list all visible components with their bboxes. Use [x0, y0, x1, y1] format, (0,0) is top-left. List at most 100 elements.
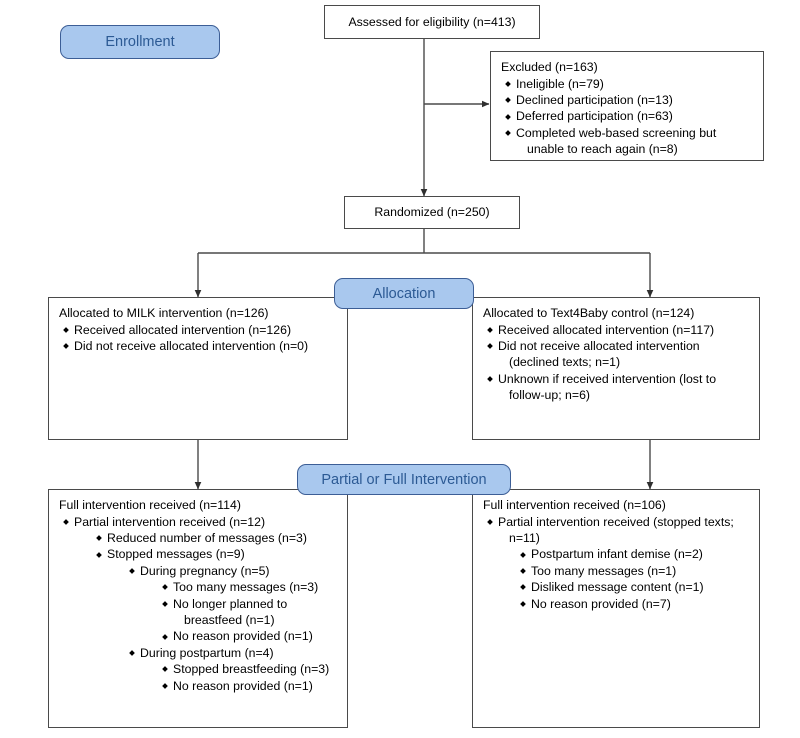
randomized-title: Randomized (n=250)	[374, 205, 490, 220]
diamond-bullet-icon	[162, 666, 168, 673]
diamond-bullet-icon	[505, 97, 511, 104]
diamond-bullet-icon	[162, 633, 168, 640]
diamond-bullet-icon	[129, 568, 135, 574]
diamond-bullet-icon	[63, 343, 69, 350]
list-item: Partial intervention received (n=12) Red…	[63, 514, 338, 694]
stage-allocation-text: Allocation	[372, 285, 436, 302]
list-item-label: Did not receive allocated intervention (…	[74, 338, 309, 353]
diamond-bullet-icon	[520, 568, 526, 574]
final-right-sublist: Postpartum infant demise (n=2) Too many …	[520, 546, 750, 612]
diamond-bullet-icon	[63, 326, 69, 333]
list-item: Partial intervention received (stopped t…	[487, 514, 750, 612]
stage-label-enrollment: Enrollment	[60, 25, 220, 59]
diamond-bullet-icon	[520, 600, 526, 607]
list-item: No reason provided (n=1)	[162, 678, 338, 694]
list-item-label: Did not receive allocated intervention	[498, 338, 700, 353]
list-item-label: Partial intervention received (stopped t…	[498, 514, 734, 529]
final-left-sublist: Reduced number of messages (n=3) Stopped…	[96, 530, 338, 694]
diamond-bullet-icon	[520, 584, 526, 591]
box-final-text4baby: Full intervention received (n=106) Parti…	[472, 489, 760, 728]
diamond-bullet-icon	[487, 518, 493, 525]
list-item-label: Disliked message content (n=1)	[531, 580, 704, 595]
alloc-left-list: Received allocated intervention (n=126) …	[63, 322, 338, 355]
diamond-bullet-icon	[162, 683, 168, 689]
list-item-label: No reason provided (n=1)	[173, 678, 313, 693]
final-right-title: Full intervention received (n=106)	[483, 498, 666, 512]
list-item-label: During postpartum (n=4)	[140, 645, 274, 660]
list-item: Too many messages (n=3)	[162, 579, 338, 595]
box-assessed-for-eligibility: Assessed for eligibility (n=413)	[324, 5, 540, 39]
list-item: Ineligible (n=79)	[505, 76, 754, 92]
final-right-list: Partial intervention received (stopped t…	[487, 514, 750, 612]
final-left-sublist-3: Too many messages (n=3) No longer planne…	[162, 579, 338, 645]
list-item-label-cont: unable to reach again (n=8)	[527, 142, 678, 157]
alloc-right-list: Received allocated intervention (n=117) …	[487, 322, 750, 404]
list-item: During pregnancy (n=5) Too many messages…	[129, 563, 338, 645]
diamond-bullet-icon	[162, 600, 168, 607]
list-item-label-cont: breastfeed (n=1)	[184, 612, 275, 627]
list-item: Too many messages (n=1)	[520, 563, 750, 579]
excluded-list: Ineligible (n=79) Declined participation…	[505, 76, 754, 158]
list-item: Received allocated intervention (n=117)	[487, 322, 750, 338]
diamond-bullet-icon	[520, 551, 526, 558]
list-item: Stopped messages (n=9) During pregnancy …	[96, 546, 338, 694]
excluded-title: Excluded (n=163)	[501, 60, 598, 74]
diamond-bullet-icon	[129, 650, 135, 656]
diamond-bullet-icon	[487, 343, 493, 350]
diamond-bullet-icon	[505, 80, 511, 87]
diamond-bullet-icon	[487, 376, 493, 382]
list-item-label: Ineligible (n=79)	[516, 76, 604, 91]
list-item: Did not receive allocated intervention (d…	[487, 338, 750, 371]
stage-label-partial-or-full-intervention: Partial or Full Intervention	[297, 464, 511, 495]
list-item-label: Stopped messages (n=9)	[107, 547, 245, 562]
list-item: Unknown if received intervention (lost t…	[487, 371, 750, 404]
diamond-bullet-icon	[505, 113, 511, 120]
diamond-bullet-icon	[63, 518, 69, 525]
assessed-title: Assessed for eligibility (n=413)	[348, 14, 516, 29]
list-item: Disliked message content (n=1)	[520, 579, 750, 595]
list-item-label: Received allocated intervention (n=117)	[498, 322, 715, 337]
alloc-left-title: Allocated to MILK intervention (n=126)	[59, 306, 269, 320]
list-item-label: Reduced number of messages (n=3)	[107, 530, 307, 545]
box-allocated-milk: Allocated to MILK intervention (n=126) R…	[48, 297, 348, 440]
diamond-bullet-icon	[487, 326, 493, 333]
list-item: Deferred participation (n=63)	[505, 108, 754, 124]
list-item: During postpartum (n=4) Stopped breastfe…	[129, 645, 338, 694]
box-allocated-text4baby: Allocated to Text4Baby control (n=124) R…	[472, 297, 760, 440]
list-item-label: Partial intervention received (n=12)	[74, 514, 266, 529]
final-left-sublist-2: During pregnancy (n=5) Too many messages…	[129, 563, 338, 694]
list-item-label: Unknown if received intervention (lost t…	[498, 371, 717, 386]
list-item: No reason provided (n=1)	[162, 628, 338, 644]
list-item-label: Declined participation (n=13)	[516, 92, 673, 107]
stage-label-allocation: Allocation	[334, 278, 474, 309]
list-item-label: Too many messages (n=1)	[531, 563, 677, 578]
list-item: No reason provided (n=7)	[520, 596, 750, 612]
list-item: Received allocated intervention (n=126)	[63, 322, 338, 338]
list-item: Postpartum infant demise (n=2)	[520, 546, 750, 562]
diamond-bullet-icon	[162, 584, 168, 591]
box-randomized: Randomized (n=250)	[344, 196, 520, 229]
list-item-label: During pregnancy (n=5)	[140, 563, 270, 578]
list-item-label: Deferred participation (n=63)	[516, 109, 673, 124]
list-item-label: Too many messages (n=3)	[173, 580, 319, 595]
final-left-title: Full intervention received (n=114)	[59, 498, 241, 512]
final-left-list: Partial intervention received (n=12) Red…	[63, 514, 338, 694]
list-item: Declined participation (n=13)	[505, 92, 754, 108]
list-item-label-cont: n=11)	[509, 530, 540, 545]
list-item-label-cont: (declined texts; n=1)	[509, 355, 621, 370]
list-item-label: No longer planned to	[173, 596, 288, 611]
diamond-bullet-icon	[96, 535, 102, 542]
list-item-label: No reason provided (n=1)	[173, 629, 313, 644]
box-excluded: Excluded (n=163) Ineligible (n=79) Decli…	[490, 51, 764, 161]
list-item-label: Completed web-based screening but	[516, 125, 717, 140]
alloc-right-title: Allocated to Text4Baby control (n=124)	[483, 306, 695, 320]
diamond-bullet-icon	[505, 130, 511, 136]
list-item: Did not receive allocated intervention (…	[63, 338, 338, 354]
list-item-label-cont: follow-up; n=6)	[509, 388, 590, 403]
box-final-milk: Full intervention received (n=114) Parti…	[48, 489, 348, 728]
list-item: Reduced number of messages (n=3)	[96, 530, 338, 546]
list-item-label: Stopped breastfeeding (n=3)	[173, 662, 330, 677]
list-item: Stopped breastfeeding (n=3)	[162, 661, 338, 677]
